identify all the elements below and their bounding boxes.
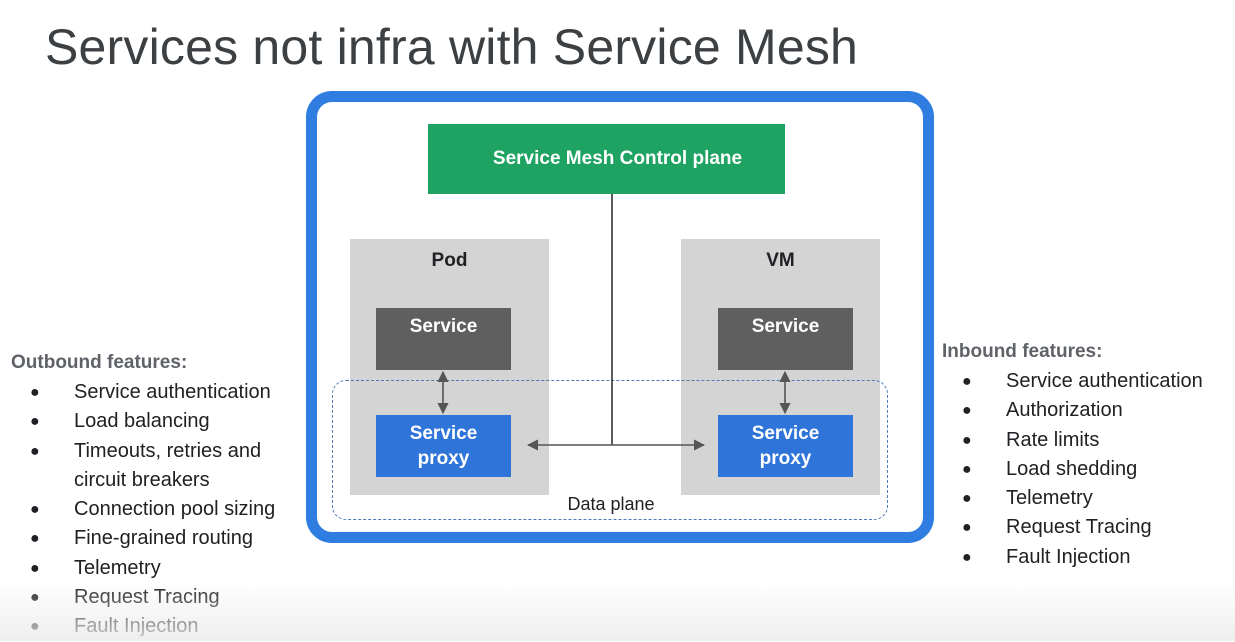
- list-item: ●Connection pool sizing: [30, 495, 275, 524]
- list-item: ●Fault Injection: [30, 612, 275, 641]
- bullet-icon: ●: [962, 402, 972, 420]
- bullet-icon: ●: [962, 431, 972, 449]
- data-plane-label: Data plane: [567, 494, 655, 514]
- inbound-features-list: ●Service authentication ●Authorization ●…: [962, 367, 1203, 572]
- list-item: ●Load shedding: [962, 455, 1203, 484]
- vm-service-box: Service: [718, 308, 853, 370]
- list-item: ●Timeouts, retries and: [30, 437, 275, 466]
- slide-title: Services not infra with Service Mesh: [45, 19, 859, 75]
- bullet-icon: ●: [30, 501, 40, 519]
- bullet-icon: ●: [30, 559, 40, 577]
- inbound-features-title: Inbound features:: [942, 341, 1103, 362]
- list-item: ●Telemetry: [30, 554, 275, 583]
- bullet-icon: ●: [30, 442, 40, 460]
- list-item: ●Rate limits: [962, 426, 1203, 455]
- vm-service-label: Service: [751, 316, 820, 337]
- list-item: ●Telemetry: [962, 484, 1203, 513]
- list-item: ●Request Tracing: [30, 583, 275, 612]
- control-plane-label: Service Mesh Control plane: [492, 148, 743, 169]
- list-item: ●Fine-grained routing: [30, 524, 275, 553]
- bullet-icon: ●: [30, 618, 40, 636]
- pod-service-label: Service: [409, 316, 478, 337]
- bullet-icon: ●: [962, 373, 972, 390]
- control-plane-box: Service Mesh Control plane: [428, 124, 785, 194]
- list-item: ●Fault Injection: [962, 543, 1203, 572]
- pod-proxy-label-2: proxy: [417, 448, 470, 469]
- vm-label: VM: [766, 250, 795, 271]
- bullet-icon: ●: [30, 530, 40, 548]
- bullet-icon: ●: [30, 589, 40, 607]
- list-item: ●Service authentication: [962, 367, 1203, 396]
- pod-proxy-label-1: Service: [409, 423, 478, 444]
- vm-proxy-label-2: proxy: [759, 448, 812, 469]
- outbound-features-list: ●Service authentication ●Load balancing …: [30, 378, 275, 642]
- list-item: ●Request Tracing: [962, 513, 1203, 542]
- bullet-icon: ●: [962, 519, 972, 537]
- pod-label: Pod: [431, 250, 468, 271]
- bullet-icon: ●: [962, 548, 972, 566]
- pod-service-box: Service: [376, 308, 511, 370]
- bullet-icon: ●: [962, 460, 972, 478]
- list-item-continuation: circuit breakers: [74, 468, 210, 491]
- data-plane-region: [332, 380, 888, 520]
- vm-proxy-label-1: Service: [751, 423, 820, 444]
- pod-proxy-box: Service proxy: [376, 415, 511, 477]
- list-item: ●Service authentication: [30, 378, 275, 407]
- bullet-icon: ●: [30, 384, 40, 401]
- bullet-icon: ●: [962, 490, 972, 508]
- list-item: ●Authorization: [962, 396, 1203, 425]
- list-item: ●Load balancing: [30, 407, 275, 436]
- bullet-icon: ●: [30, 413, 40, 431]
- outbound-features-title: Outbound features:: [11, 352, 188, 373]
- vm-proxy-box: Service proxy: [718, 415, 853, 477]
